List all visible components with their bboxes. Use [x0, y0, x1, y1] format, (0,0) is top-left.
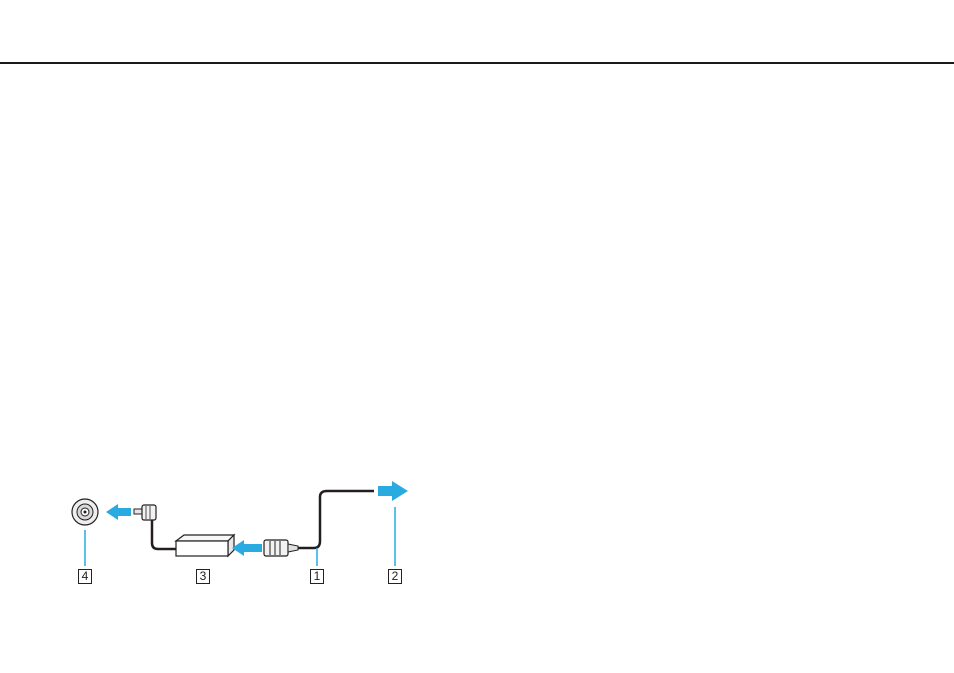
dc-cable — [152, 520, 178, 549]
dc-plug-icon — [134, 505, 156, 520]
power-cord — [298, 491, 374, 548]
dc-in-port-icon — [72, 499, 98, 525]
ac-outlet-arrow-icon — [378, 481, 408, 501]
callout-2: 2 — [388, 569, 402, 584]
callout-1: 1 — [310, 569, 324, 584]
ac-adapter-icon — [176, 535, 234, 556]
callout-3: 3 — [196, 569, 210, 584]
power-cord-plug-icon — [264, 540, 298, 556]
arrow-to-adapter-icon — [232, 540, 262, 556]
arrow-to-dc-in-icon — [106, 504, 131, 520]
callout-4: 4 — [78, 569, 92, 584]
